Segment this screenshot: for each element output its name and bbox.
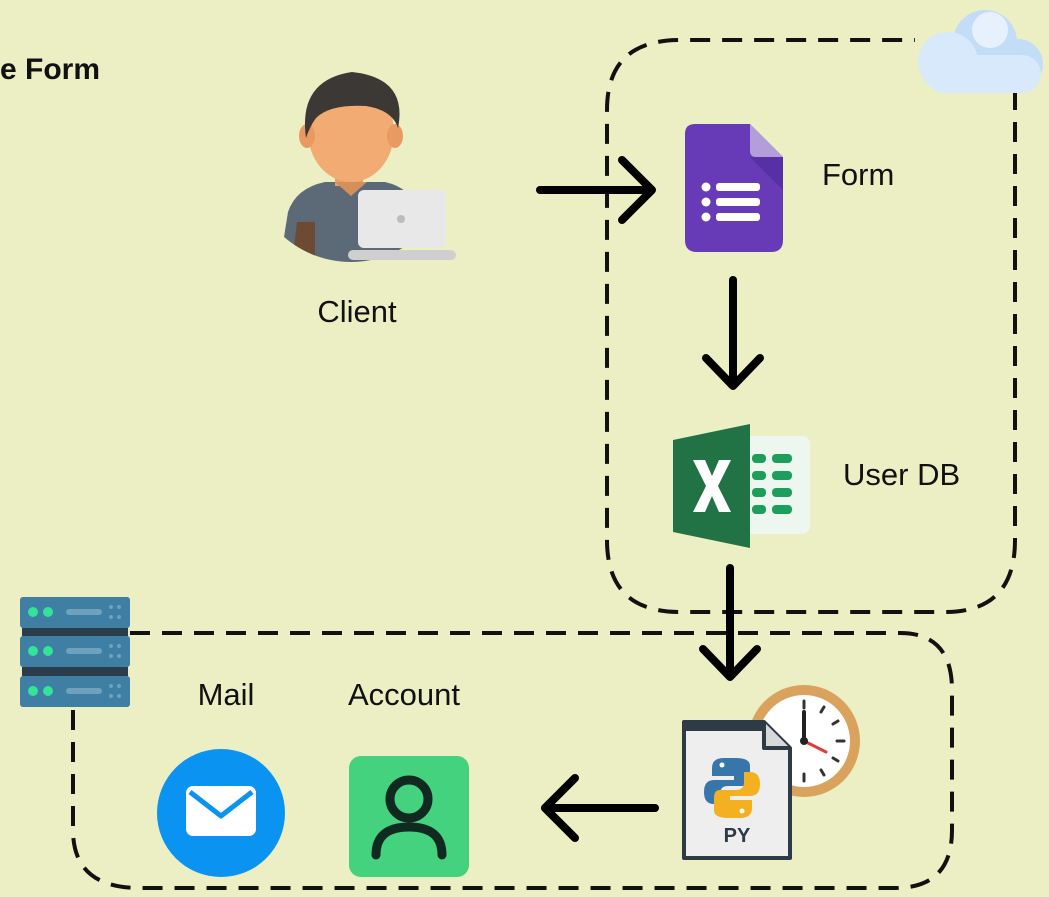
py-badge-label: PY [724, 825, 751, 847]
form-label: Form [822, 157, 894, 192]
google-forms-icon [685, 124, 783, 252]
arrow-script-to-account [541, 774, 659, 842]
diagram-title: e Form [0, 53, 100, 86]
arrow-userdb-to-script [699, 564, 761, 681]
user-account-icon [349, 756, 469, 877]
mail-label: Mail [198, 677, 255, 712]
cloud-icon [918, 10, 1043, 93]
person-with-laptop-icon [280, 72, 456, 262]
server-rack-icon [20, 597, 130, 707]
arrow-client-to-form [536, 156, 656, 224]
excel-spreadsheet-icon [673, 424, 810, 548]
server-boundary [71, 631, 954, 890]
python-file-icon: PY [682, 720, 792, 860]
user-db-label: User DB [843, 457, 960, 492]
cloud-boundary [605, 38, 1017, 614]
arrow-form-to-userdb [702, 276, 764, 390]
mail-envelope-icon [157, 749, 285, 877]
account-label: Account [348, 677, 460, 712]
client-label: Client [317, 294, 397, 329]
